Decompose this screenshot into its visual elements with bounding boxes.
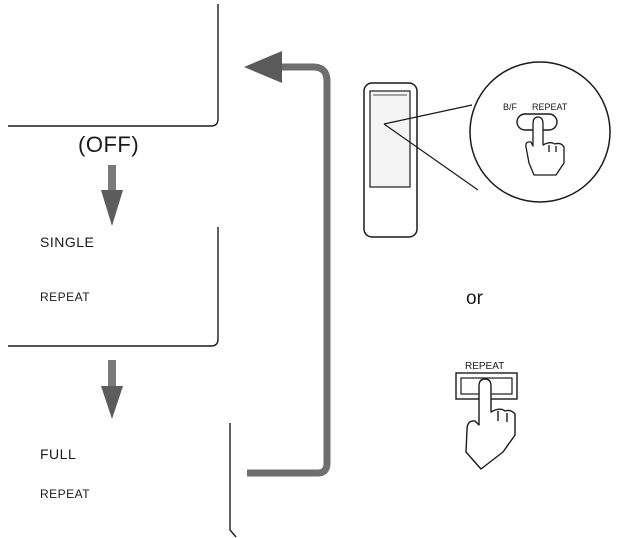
single-mode-label-line1: SINGLE [40, 234, 95, 250]
full-mode-label-line2: REPEAT [40, 487, 91, 501]
full-mode-label-line1: FULL [40, 446, 77, 462]
off-mode-label: (OFF) [78, 132, 140, 157]
display-panel-full [229, 423, 237, 538]
down-arrow-icon [101, 360, 123, 419]
unit-repeat-label: REPEAT [465, 361, 504, 372]
or-separator: or [466, 288, 483, 309]
return-arrow-icon [244, 51, 331, 477]
remote-button-magnifier: B/F REPEAT [469, 61, 611, 203]
remote-repeat-button-label: REPEAT [532, 102, 568, 112]
bf-button-label: B/F [503, 102, 518, 112]
display-panel-single [8, 227, 219, 347]
pointing-hand-icon [525, 116, 565, 176]
single-mode-label-line2: REPEAT [40, 290, 91, 304]
remote-control-icon [363, 82, 479, 238]
down-arrow-icon [101, 165, 123, 226]
display-panel-off [8, 4, 219, 127]
unit-repeat-button-group: REPEAT [455, 361, 518, 470]
pointing-hand-icon [465, 378, 516, 470]
